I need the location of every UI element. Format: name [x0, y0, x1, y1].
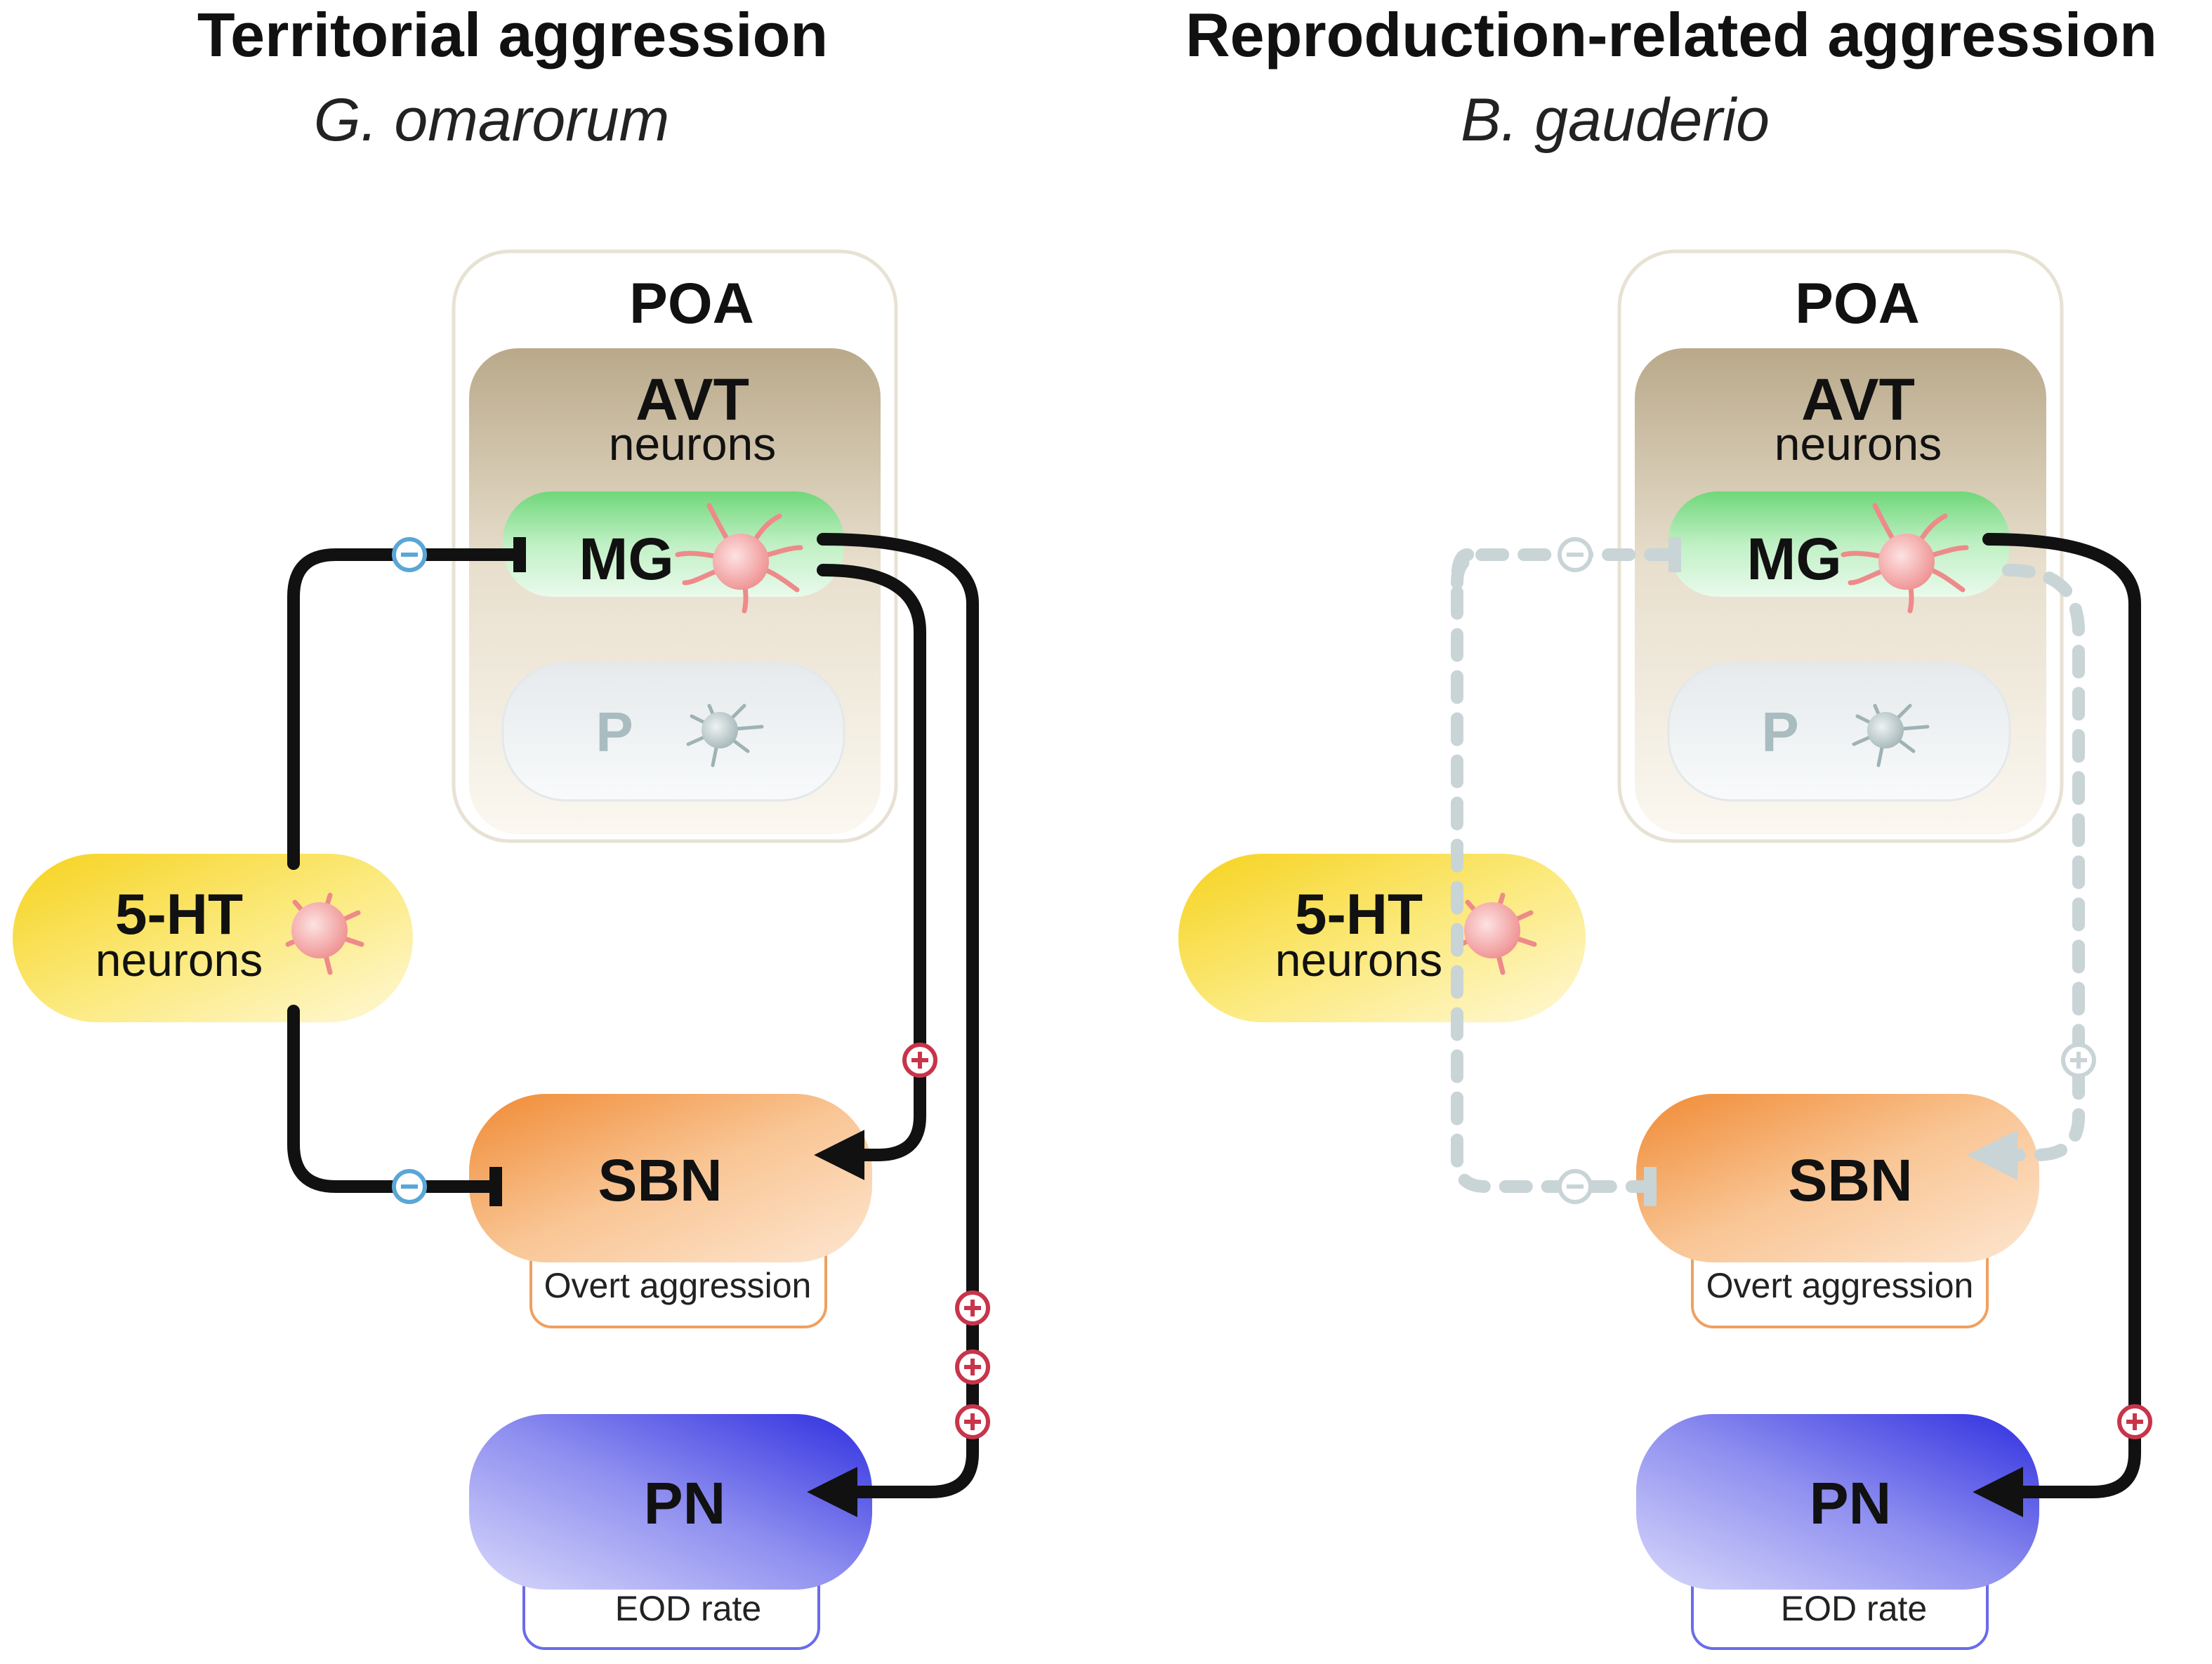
avt-sublabel: neurons — [609, 418, 777, 470]
pn-output-label: EOD rate — [615, 1589, 761, 1628]
sbn-output-label: Overt aggression — [544, 1266, 812, 1305]
5ht-to-mg-path — [287, 548, 522, 870]
sbn-label: SBN — [598, 1147, 722, 1213]
avt-label: AVT — [636, 367, 749, 432]
sbn-label: SBN — [1788, 1147, 1912, 1213]
5ht-neuron-icon — [1458, 892, 1537, 975]
sbn-output-label: Overt aggression — [1706, 1266, 1974, 1305]
poa-label: POA — [629, 272, 754, 336]
mg-to-pn-path — [807, 533, 979, 1517]
5ht-neuron-icon — [285, 892, 364, 975]
5ht-label: 5-HT — [1295, 883, 1423, 946]
panel-title: Territorial aggression — [197, 0, 828, 70]
mg-label: MG — [1746, 526, 1841, 592]
excite-marker — [902, 1043, 937, 1078]
sbn-box — [469, 1094, 872, 1262]
pn-label: PN — [1810, 1470, 1892, 1536]
p-neuron-icon — [686, 704, 764, 767]
connections-inactive — [1451, 548, 2085, 1193]
pn-label: PN — [644, 1470, 726, 1536]
species-label: G. omarorum — [314, 86, 670, 154]
inhibit-marker-inactive — [1558, 537, 1593, 572]
mg-neuron-icon — [1841, 503, 1969, 614]
excite-marker — [955, 1404, 990, 1439]
excite-marker — [2117, 1404, 2152, 1439]
p-box — [501, 662, 845, 802]
pn-box — [469, 1414, 872, 1590]
connections-active — [287, 533, 979, 1517]
excite-marker — [955, 1290, 990, 1326]
5ht-neurons-box — [13, 854, 413, 1022]
inhibit-marker — [392, 537, 427, 572]
excite-marker-inactive — [2061, 1043, 2096, 1078]
avt-sublabel: neurons — [1775, 418, 1942, 470]
pn-output-label: EOD rate — [1781, 1589, 1927, 1628]
p-box — [1667, 662, 2011, 802]
5ht-label: 5-HT — [115, 883, 243, 946]
mg-neuron-icon — [675, 503, 803, 614]
avt-label: AVT — [1801, 367, 1915, 432]
species-label: B. gauderio — [1461, 86, 1770, 154]
pn-box — [1636, 1414, 2039, 1590]
5ht-sublabel: neurons — [96, 934, 263, 986]
inhibit-marker — [392, 1169, 427, 1204]
p-neuron-icon — [1852, 704, 1930, 767]
p-label: P — [595, 701, 633, 763]
5ht-to-sbn-path — [287, 1005, 498, 1193]
inhibit-marker-inactive — [1558, 1169, 1593, 1204]
mg-to-sbn-path — [814, 564, 926, 1180]
5ht-to-mg-path-inactive — [1451, 548, 1678, 589]
excite-marker — [955, 1349, 990, 1385]
mg-to-sbn-path-inactive — [1967, 564, 2085, 1180]
p-label: P — [1761, 701, 1798, 763]
mg-label: MG — [579, 526, 673, 592]
panel-reproduction: Reproduction-related aggression B. gaude… — [1178, 0, 2157, 1650]
panel-title: Reproduction-related aggression — [1185, 0, 2157, 70]
5ht-sublabel: neurons — [1275, 934, 1443, 986]
5ht-neurons-box — [1178, 854, 1586, 1022]
sbn-box — [1636, 1094, 2039, 1262]
poa-label: POA — [1795, 272, 1920, 336]
panel-territorial: Territorial aggression G. omarorum POA A… — [13, 0, 990, 1650]
mg-to-pn-path — [1973, 533, 2141, 1517]
